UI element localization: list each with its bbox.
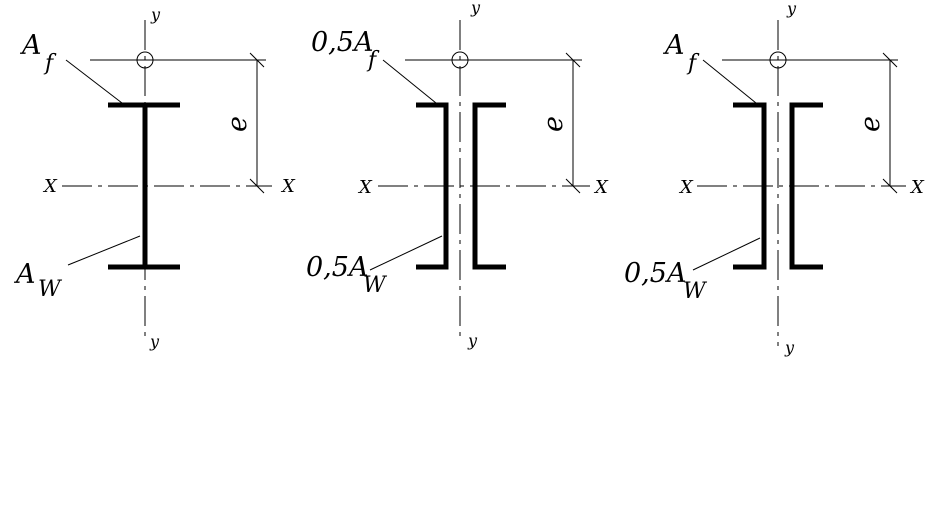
dimension-tick-bottom-2 (565, 178, 581, 194)
channel-right-2 (472, 102, 506, 270)
y-axis-bottom-label-2: y (467, 331, 478, 350)
dimension-tick-bottom-1 (249, 178, 265, 194)
y-axis-bottom-label-1: y (149, 332, 160, 351)
flange-area-label-3: A (662, 30, 685, 61)
dimension-tick-top-2 (565, 52, 581, 68)
x-axis-right-label-3: X (909, 177, 925, 198)
flange-area-label-2: 0,5A (311, 27, 373, 58)
dimension-label-1: e (222, 116, 253, 132)
web-area-label-3: 0,5A (624, 258, 686, 289)
web-sub-label-3: W (683, 279, 708, 304)
web-leader-1 (67, 235, 141, 266)
i-beam-profile (108, 102, 180, 270)
channel-left-3 (733, 102, 767, 270)
web-area-label-1: A (13, 259, 36, 290)
figure-i-section: A f A W X X y y e (13, 5, 296, 351)
flange-area-label-1: A (19, 30, 42, 61)
flange-leader-2 (382, 59, 437, 104)
flange-leader-1 (65, 59, 123, 104)
flange-sub-label-1: f (43, 51, 57, 76)
x-axis-right-label-2: X (593, 177, 609, 198)
figure-double-channel-close: A f 0,5A W X X y y e (624, 0, 925, 357)
web-sub-label-1: W (38, 277, 63, 302)
y-axis-top-label-3: y (786, 0, 797, 18)
flange-sub-label-3: f (686, 51, 700, 76)
web-leader-3 (692, 237, 761, 271)
channel-right-3 (789, 102, 823, 270)
web-leader-2 (369, 235, 443, 271)
web-sub-label-2: W (363, 273, 388, 298)
y-axis-bottom-label-3: y (784, 338, 795, 357)
dimension-tick-top-1 (249, 52, 265, 68)
y-axis-top-label-2: y (470, 0, 481, 17)
x-axis-left-label-1: X (42, 176, 58, 197)
figure-double-channel-open: 0,5A f 0,5A W X X y y e (306, 0, 609, 350)
x-axis-right-label-1: X (280, 176, 296, 197)
y-axis-top-label-1: y (150, 5, 161, 24)
flange-leader-3 (702, 59, 757, 104)
x-axis-left-label-3: X (678, 177, 694, 198)
dimension-label-2: e (538, 116, 569, 132)
x-axis-left-label-2: X (357, 177, 373, 198)
flange-sub-label-2: f (366, 48, 380, 73)
web-area-label-2: 0,5A (306, 252, 368, 283)
channel-left-2 (416, 102, 449, 270)
dimension-tick-top-3 (882, 52, 898, 68)
dimension-label-3: e (855, 116, 886, 132)
dimension-tick-bottom-3 (882, 178, 898, 194)
